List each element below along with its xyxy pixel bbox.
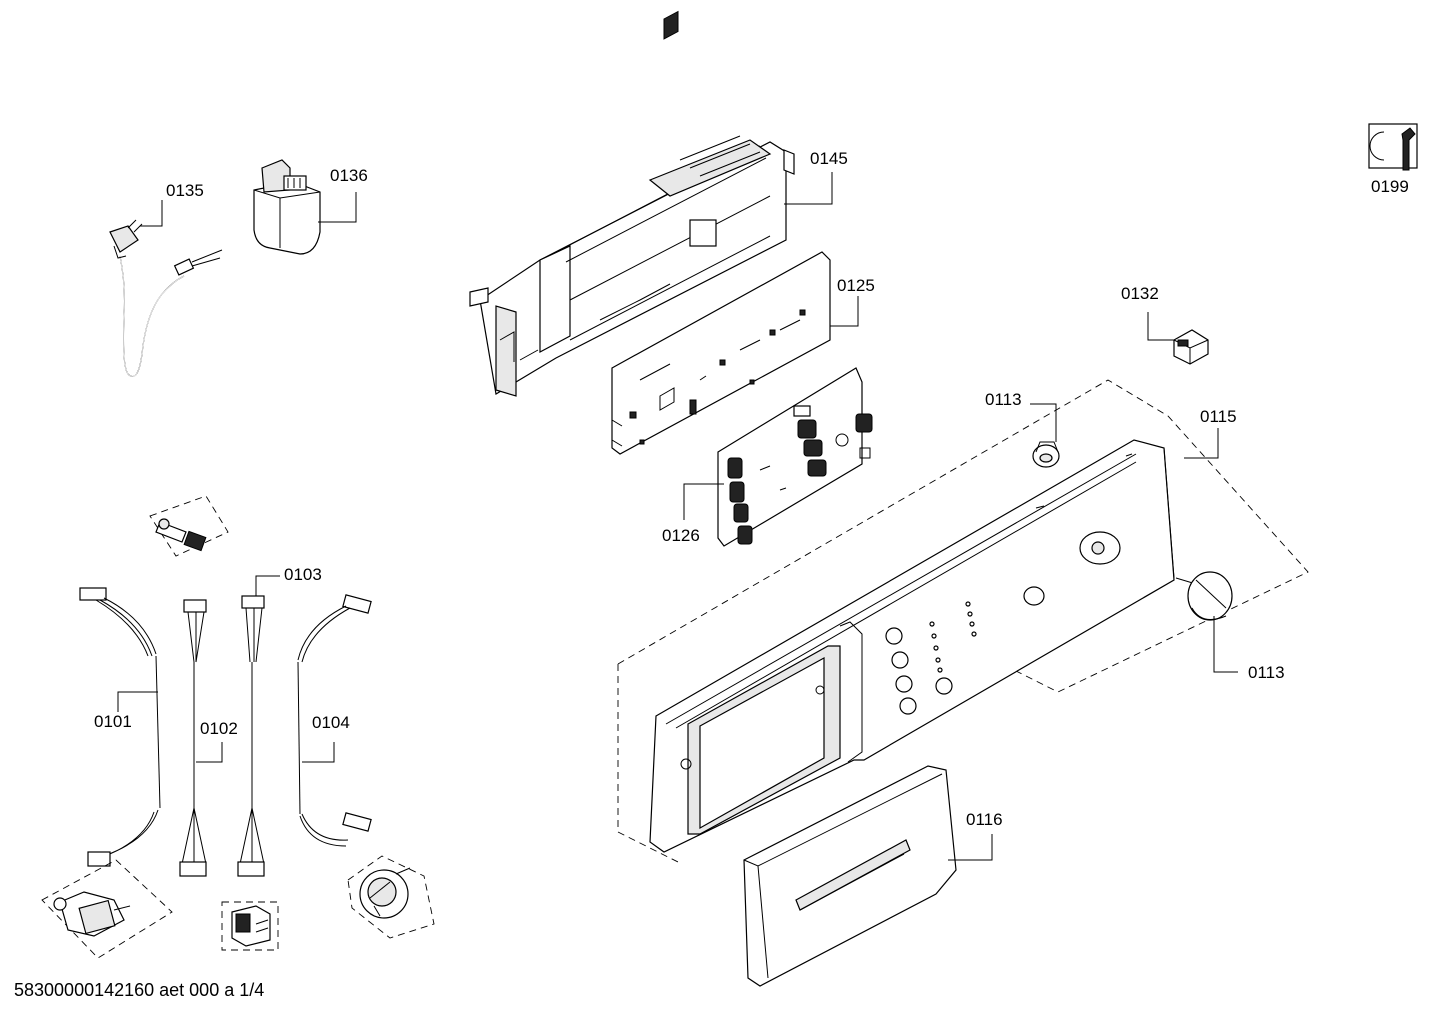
label-0104: 0104 (312, 713, 350, 732)
main-pcb-part (611, 10, 831, 455)
label-0102: 0102 (200, 719, 238, 738)
label-0113-top: 0113 (985, 390, 1022, 409)
drawer-handle-part (743, 765, 957, 987)
label-0125: 0125 (837, 276, 875, 295)
pressure-switch-part (347, 855, 435, 939)
interference-filter-part (253, 159, 321, 255)
label-0135: 0135 (166, 181, 204, 200)
label-0113-bottom: 0113 (1248, 663, 1285, 682)
label-0126: 0126 (662, 526, 700, 545)
label-0101: 0101 (94, 712, 132, 731)
drain-pump-part (41, 859, 173, 959)
label-0199: 0199 (1371, 177, 1409, 196)
label-0115: 0115 (1200, 407, 1237, 426)
label-0116: 0116 (966, 810, 1003, 829)
control-housing-part (469, 135, 795, 397)
label-0145: 0145 (810, 149, 848, 168)
power-cord-part (109, 219, 223, 377)
knob-insert-part (1032, 441, 1060, 468)
door-lock-part (221, 901, 279, 951)
program-knob-part (1175, 571, 1233, 621)
fascia-panel-part (649, 439, 1175, 853)
label-0136: 0136 (330, 166, 368, 185)
wire-harness-0101 (79, 587, 161, 867)
service-tool-icon (1368, 123, 1418, 171)
sensor-part (149, 495, 229, 557)
label-0103: 0103 (284, 565, 322, 584)
button-pcb-part (717, 367, 873, 547)
wire-harness-0102 (179, 599, 207, 877)
label-0132: 0132 (1121, 284, 1159, 303)
clip-part (1173, 329, 1209, 365)
wire-harness-0104 (297, 594, 372, 847)
wire-harness-0103 (237, 595, 265, 877)
footer-reference: 58300000142160 aet 000 a 1/4 (14, 980, 265, 1000)
